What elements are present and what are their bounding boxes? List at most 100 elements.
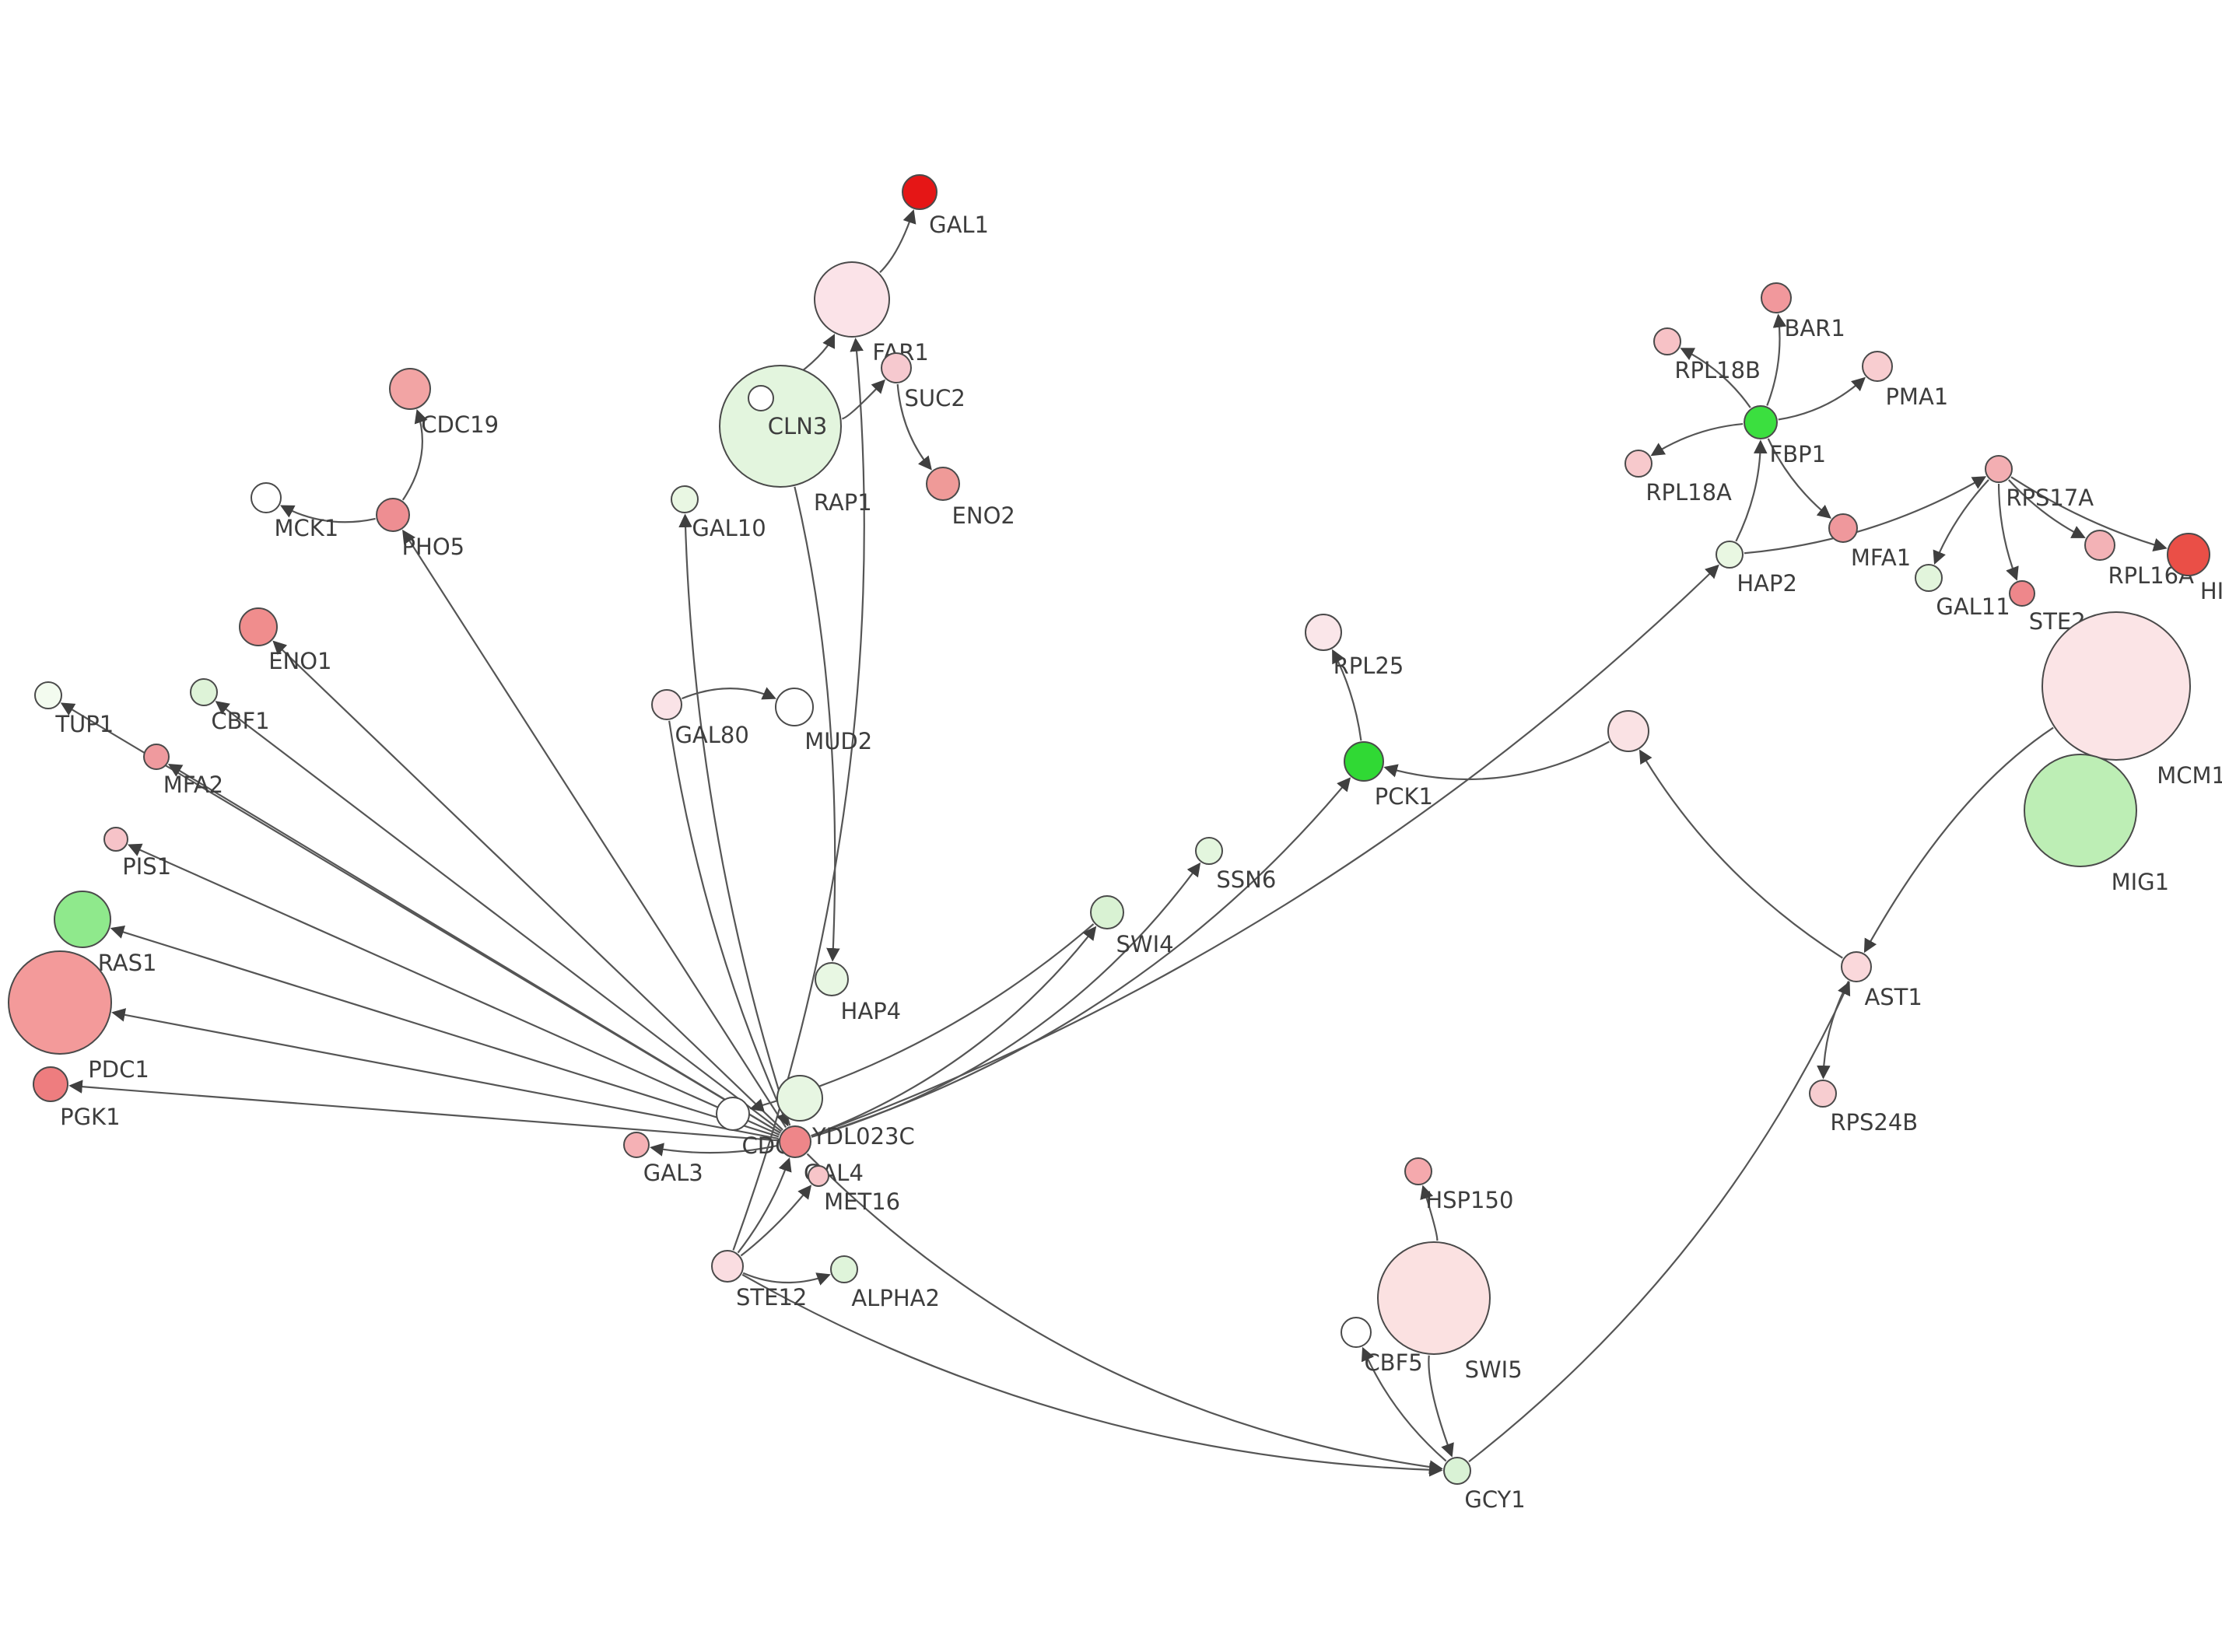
node-circle-MCM1[interactable] xyxy=(2042,611,2191,761)
node-GAL1[interactable]: GAL1 xyxy=(902,174,989,238)
node-HSP150[interactable]: HSP150 xyxy=(1404,1157,1513,1213)
edge-MCM1-AST1[interactable] xyxy=(1863,726,2054,954)
node-circle-GAL10[interactable] xyxy=(671,485,699,513)
node-circle-MCK1[interactable] xyxy=(251,482,282,513)
node-GCY1[interactable]: GCY1 xyxy=(1443,1457,1526,1513)
edge-RAP1-SUC2[interactable] xyxy=(842,379,885,420)
node-ENO1[interactable]: ENO1 xyxy=(239,607,331,674)
node-MFA1[interactable]: MFA1 xyxy=(1828,513,1911,571)
node-SWI5[interactable]: SWI5 xyxy=(1377,1241,1523,1383)
node-circle-SWI5[interactable] xyxy=(1377,1241,1491,1355)
node-circle-CDC6[interactable] xyxy=(716,1097,750,1131)
node-GAL3[interactable]: GAL3 xyxy=(623,1132,703,1186)
node-RPL16A[interactable]: RPL16A xyxy=(2084,530,2194,589)
node-circle-PHO5[interactable] xyxy=(376,498,410,532)
edge-FBP1-MFA1[interactable] xyxy=(1767,438,1831,519)
node-RPL18B[interactable]: RPL18B xyxy=(1653,327,1761,383)
node-STE2[interactable]: STE2 xyxy=(2009,580,2086,635)
edge-HAP2-FBP1[interactable] xyxy=(1735,439,1768,542)
node-circle-CBF5[interactable] xyxy=(1341,1317,1372,1348)
edge-GAL4-PIS1[interactable] xyxy=(127,843,780,1136)
node-circle-GAL4[interactable] xyxy=(779,1125,811,1158)
node-circle-STE2[interactable] xyxy=(2009,580,2035,607)
node-GAL10[interactable]: GAL10 xyxy=(671,485,766,541)
edge-GCY1-AST1[interactable] xyxy=(1468,981,1851,1463)
node-PGK1[interactable]: PGK1 xyxy=(33,1066,121,1130)
node-FAR1[interactable]: FAR1 xyxy=(814,261,929,366)
edge-GAL80-GAL4[interactable] xyxy=(668,720,790,1127)
edge-GAL4-RAS1[interactable] xyxy=(110,925,780,1138)
node-MCK1[interactable]: MCK1 xyxy=(251,482,338,541)
node-ALPHA2[interactable]: ALPHA2 xyxy=(830,1255,940,1311)
edge-GAL4-CBF1[interactable] xyxy=(215,701,783,1132)
edge-RPS17A-GAL11[interactable] xyxy=(1933,479,1989,565)
node-RPL25[interactable]: RPL25 xyxy=(1305,614,1404,679)
node-YDL023C[interactable]: YDL023C xyxy=(776,1075,915,1150)
node-HAP4[interactable]: HAP4 xyxy=(815,962,901,1024)
node-circle-PMA1[interactable] xyxy=(1862,351,1893,382)
node-PMA1[interactable]: PMA1 xyxy=(1862,351,1948,410)
node-circle-MET16[interactable] xyxy=(808,1165,829,1187)
node-circle-RAS1[interactable] xyxy=(54,891,111,948)
node-CBF5[interactable]: CBF5 xyxy=(1341,1317,1423,1376)
node-FBP1[interactable]: FBP1 xyxy=(1744,405,1826,467)
node-circle-RPL16A[interactable] xyxy=(2084,530,2115,561)
node-MIG1[interactable]: MIG1 xyxy=(2024,754,2169,895)
node-PDC1[interactable]: PDC1 xyxy=(8,950,149,1083)
node-UNLABELED[interactable] xyxy=(1607,710,1649,752)
edge-FAR1-GAL1[interactable] xyxy=(879,209,916,274)
node-circle-GAL3[interactable] xyxy=(623,1132,650,1158)
node-GAL80[interactable]: GAL80 xyxy=(651,689,749,748)
node-circle-PDC1[interactable] xyxy=(8,950,112,1055)
edge-GCY1-CBF5[interactable] xyxy=(1361,1346,1447,1462)
node-circle-RPL25[interactable] xyxy=(1305,614,1342,651)
node-RPL18A[interactable]: RPL18A xyxy=(1624,450,1732,506)
edge-GAL4-PHO5[interactable] xyxy=(402,529,787,1129)
node-MFA2[interactable]: MFA2 xyxy=(143,744,223,798)
node-ENO2[interactable]: ENO2 xyxy=(926,467,1015,529)
edge-FBP1-PMA1[interactable] xyxy=(1778,376,1866,421)
edge-FBP1-BAR1[interactable] xyxy=(1766,313,1787,406)
edge-STE12-MET16[interactable] xyxy=(740,1185,812,1257)
node-circle-MUD2[interactable] xyxy=(775,688,814,726)
node-circle-STE12[interactable] xyxy=(711,1250,744,1283)
edge-HAP2-RPS17A[interactable] xyxy=(1744,476,1987,555)
edge-GAL4-PCK1[interactable] xyxy=(811,777,1351,1138)
edge-GAL4-GAL10[interactable] xyxy=(678,513,791,1126)
node-MUD2[interactable]: MUD2 xyxy=(775,688,872,754)
node-circle-GAL1[interactable] xyxy=(902,174,938,210)
edge-PHO5-CDC19[interactable] xyxy=(401,408,428,501)
edge-STE12-GCY1[interactable] xyxy=(741,1273,1443,1477)
node-GAL11[interactable]: GAL11 xyxy=(1915,564,2010,620)
edge-GAL4-ENO1[interactable] xyxy=(272,640,783,1131)
node-circle-HAP2[interactable] xyxy=(1716,541,1744,569)
node-circle-PCK1[interactable] xyxy=(1344,741,1384,782)
node-circle-GAL80[interactable] xyxy=(651,689,682,720)
node-circle-ALPHA2[interactable] xyxy=(830,1255,858,1283)
node-TUP1[interactable]: TUP1 xyxy=(34,681,114,737)
edge-AST1-UNLABELED[interactable] xyxy=(1638,749,1843,959)
edge-PCK1-RPL25[interactable] xyxy=(1332,649,1362,741)
edge-GAL4-MFA2[interactable] xyxy=(167,763,781,1134)
edge-RPS17A-RPL16A[interactable] xyxy=(2008,479,2086,538)
edge-STE12-GAL4[interactable] xyxy=(737,1157,792,1254)
node-circle-SUC2[interactable] xyxy=(881,352,912,383)
node-PHO5[interactable]: PHO5 xyxy=(376,498,464,560)
node-circle-CLN3[interactable] xyxy=(748,385,774,411)
node-HIS4[interactable]: HIS4 xyxy=(2167,533,2222,604)
node-circle-RPS24B[interactable] xyxy=(1809,1080,1837,1108)
node-circle-SSN6[interactable] xyxy=(1195,837,1223,865)
node-circle-MIG1[interactable] xyxy=(2024,754,2137,867)
node-PIS1[interactable]: PIS1 xyxy=(103,827,171,880)
edge-FBP1-RPL18A[interactable] xyxy=(1650,422,1744,457)
node-circle-CDC19[interactable] xyxy=(389,368,431,410)
edge-SWI5-GCY1[interactable] xyxy=(1428,1355,1454,1458)
edge-STE12-ALPHA2[interactable] xyxy=(742,1272,831,1286)
node-circle-FAR1[interactable] xyxy=(814,261,890,338)
node-HAP2[interactable]: HAP2 xyxy=(1716,541,1797,597)
edge-UNLABELED-PCK1[interactable] xyxy=(1383,740,1610,780)
node-SSN6[interactable]: SSN6 xyxy=(1195,837,1276,893)
edge-GAL4-GCY1[interactable] xyxy=(806,1153,1443,1474)
edge-GAL4-HAP2[interactable] xyxy=(811,564,1719,1137)
node-SWI4[interactable]: SWI4 xyxy=(1090,895,1174,957)
